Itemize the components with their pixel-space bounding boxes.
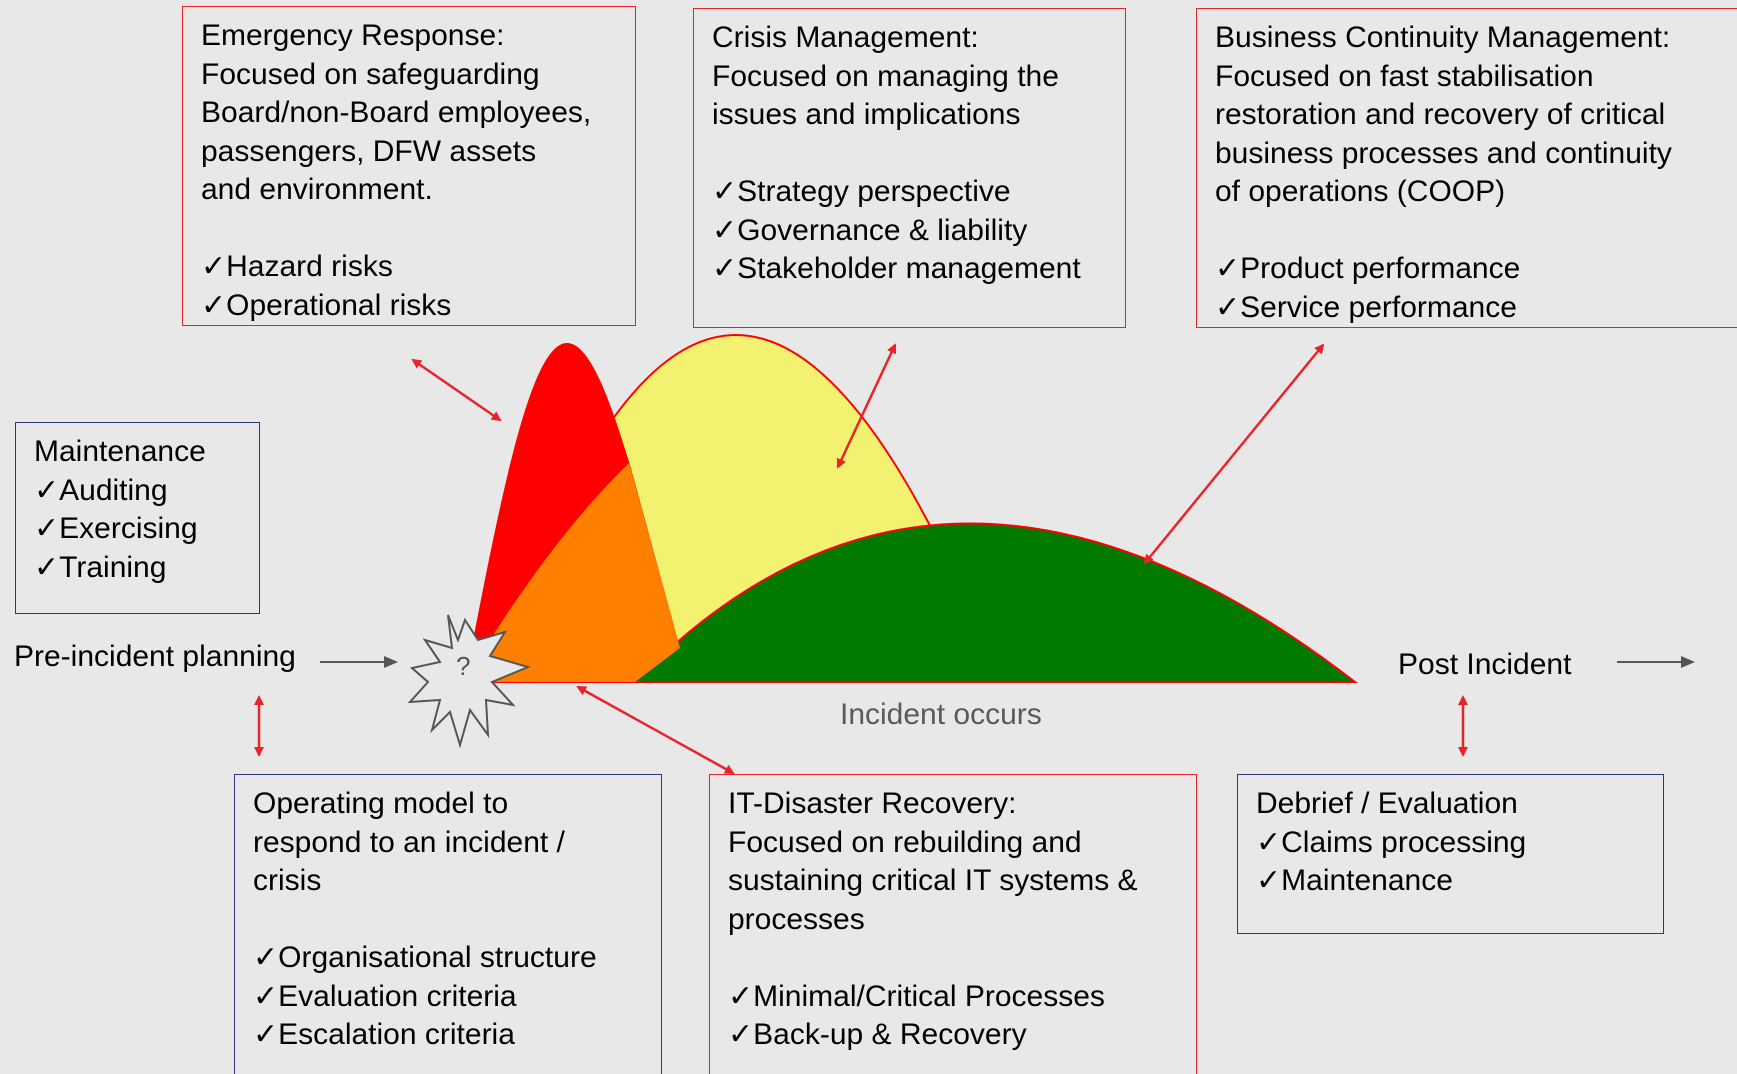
maintenance-title: Maintenance xyxy=(34,435,206,468)
maintenance-check-item: Exercising xyxy=(34,510,241,549)
crisis-check-item: Strategy perspective xyxy=(712,173,1107,212)
bcm-check-item: Product performance xyxy=(1215,250,1719,289)
burst-question-mark: ? xyxy=(456,651,471,681)
debrief-title: Debrief / Evaluation xyxy=(1256,787,1518,820)
itdr-check-item: Back-up & Recovery xyxy=(728,1016,1178,1055)
operating-line: respond to an incident / xyxy=(253,825,565,859)
operating-check-item: Escalation criteria xyxy=(253,1016,643,1055)
arrow-bcm xyxy=(1143,343,1325,565)
bcm-line: of operations (COOP) xyxy=(1215,175,1506,208)
business-continuity-box: Business Continuity Management: Focused … xyxy=(1196,8,1737,328)
itdr-line: processes xyxy=(728,902,865,936)
arrow-emergency xyxy=(411,358,502,422)
debrief-evaluation-box: Debrief / Evaluation Claims processing M… xyxy=(1237,774,1664,934)
bcm-line: Business Continuity Management: xyxy=(1215,21,1671,54)
crisis-management-box: Crisis Management: Focused on managing t… xyxy=(693,8,1126,328)
crisis-check-item: Governance & liability xyxy=(712,212,1107,251)
operating-model-box: Operating model to respond to an inciden… xyxy=(234,774,662,1074)
incident-burst-icon xyxy=(407,614,532,749)
emergency-line: Emergency Response: xyxy=(201,19,505,52)
maintenance-check-item: Auditing xyxy=(34,472,241,511)
emergency-line: and environment. xyxy=(201,173,433,206)
emergency-check-item: Operational risks xyxy=(201,287,617,326)
bcm-line: restoration and recovery of critical xyxy=(1215,98,1666,131)
debrief-check-item: Claims processing xyxy=(1256,824,1645,863)
bcm-line: business processes and continuity xyxy=(1215,136,1672,170)
bcm-line: Focused on fast stabilisation xyxy=(1215,59,1594,93)
crisis-check-item: Stakeholder management xyxy=(712,250,1107,289)
crisis-line: Focused on managing the xyxy=(712,59,1059,93)
crisis-line: issues and implications xyxy=(712,98,1021,131)
emergency-line: Board/non-Board employees, xyxy=(201,96,592,129)
operating-line: Operating model to xyxy=(253,787,509,820)
arrow-itdr xyxy=(576,685,735,775)
debrief-check-item: Maintenance xyxy=(1256,862,1645,901)
post-incident-label: Post Incident xyxy=(1398,648,1572,681)
operating-line: crisis xyxy=(253,864,322,897)
emergency-response-box: Emergency Response: Focused on safeguard… xyxy=(182,6,636,326)
maintenance-box: Maintenance Auditing Exercising Training xyxy=(15,422,260,614)
maintenance-check-item: Training xyxy=(34,549,241,588)
overlap-region xyxy=(490,463,680,682)
pre-incident-label: Pre-incident planning xyxy=(14,640,296,673)
incident-occurs-label: Incident occurs xyxy=(840,698,1042,731)
operating-check-item: Evaluation criteria xyxy=(253,978,643,1017)
emergency-line: passengers, DFW assets xyxy=(201,134,537,168)
it-disaster-recovery-box: IT-Disaster Recovery: Focused on rebuild… xyxy=(709,774,1197,1074)
itdr-line: IT-Disaster Recovery: xyxy=(728,787,1017,820)
arrow-crisis xyxy=(836,343,897,469)
itdr-check-item: Minimal/Critical Processes xyxy=(728,978,1178,1017)
emergency-line: Focused on safeguarding xyxy=(201,57,540,91)
emergency-check-item: Hazard risks xyxy=(201,248,617,287)
operating-check-item: Organisational structure xyxy=(253,939,643,978)
bcm-check-item: Service performance xyxy=(1215,289,1719,328)
crisis-line: Crisis Management: xyxy=(712,21,979,54)
business-continuity-curve xyxy=(632,522,1358,683)
itdr-line: sustaining critical IT systems & xyxy=(728,864,1138,897)
itdr-line: Focused on rebuilding and xyxy=(728,825,1082,859)
